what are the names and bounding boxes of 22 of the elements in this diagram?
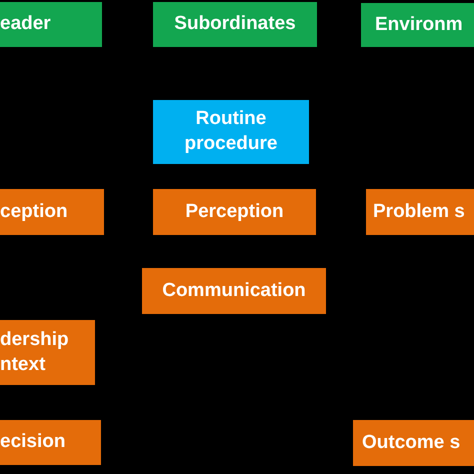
- process-box: [0, 189, 104, 235]
- box-label: eader: [0, 12, 51, 36]
- process-box: [142, 268, 326, 314]
- box-label: dership ntext: [0, 328, 70, 376]
- box-label: Problem s: [373, 200, 465, 224]
- process-box: [0, 420, 101, 465]
- box-label: ecision: [0, 430, 66, 454]
- box-label: Outcome s: [362, 430, 460, 455]
- box-label: Communication: [162, 278, 306, 303]
- procedure-box: [153, 100, 309, 164]
- factor-box: [0, 2, 102, 47]
- process-box: [366, 189, 474, 235]
- factor-box: [153, 2, 317, 47]
- box-label: Environm: [375, 12, 463, 37]
- process-box: [0, 320, 95, 385]
- factor-box: [361, 3, 474, 47]
- box-label: Routine procedure: [184, 107, 278, 156]
- box-label: ception: [0, 200, 68, 224]
- box-label: Subordinates: [174, 12, 296, 36]
- process-box: [153, 189, 316, 235]
- process-box: [353, 420, 474, 466]
- box-label: Perception: [185, 200, 284, 224]
